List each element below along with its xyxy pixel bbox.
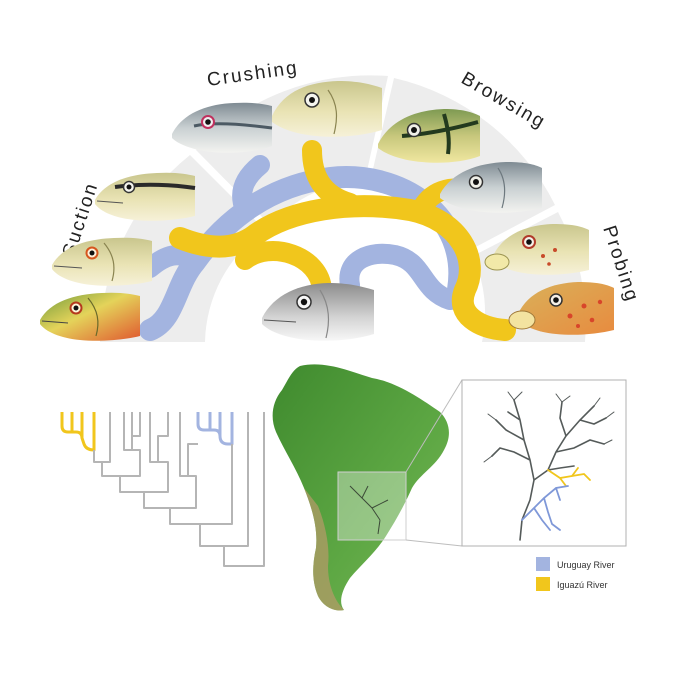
uruguay-path-branch-left [140,245,205,278]
uruguay-path-center [339,243,460,310]
south-america-map-icon [272,364,449,611]
legend-swatch-iguazu [536,577,550,591]
fish-head-icon [508,282,614,335]
fish-head-icon [272,81,382,137]
fish-head-icon [378,109,480,163]
fish-head-icon [172,102,273,153]
map-inset-box [337,471,407,541]
legend-label-iguazu: Iguazú River [557,580,608,590]
iguazu-path-center [235,241,332,300]
legend: Uruguay River Iguazú River [536,557,615,591]
legend-swatch-uruguay [536,557,550,571]
fish-heads [40,81,614,341]
river-network-icon [483,391,615,541]
iguazu-path-top [302,140,360,213]
fish-head-icon [262,283,374,341]
inset-connectors [405,379,463,547]
fish-head-icon [40,292,140,341]
fish-head-icon [484,224,589,275]
phylogeny-tree-icon [60,412,265,567]
river-network-inset [461,379,627,547]
legend-label-uruguay: Uruguay River [557,560,615,570]
fish-head-icon [52,237,152,286]
inset-frame [461,379,627,547]
fish-head-icon [440,162,542,213]
iguazu-path-main [169,195,516,341]
label-crushing: Crushing [206,57,300,91]
fish-head-icon [95,172,196,221]
uruguay-path-branch-top [232,155,270,220]
